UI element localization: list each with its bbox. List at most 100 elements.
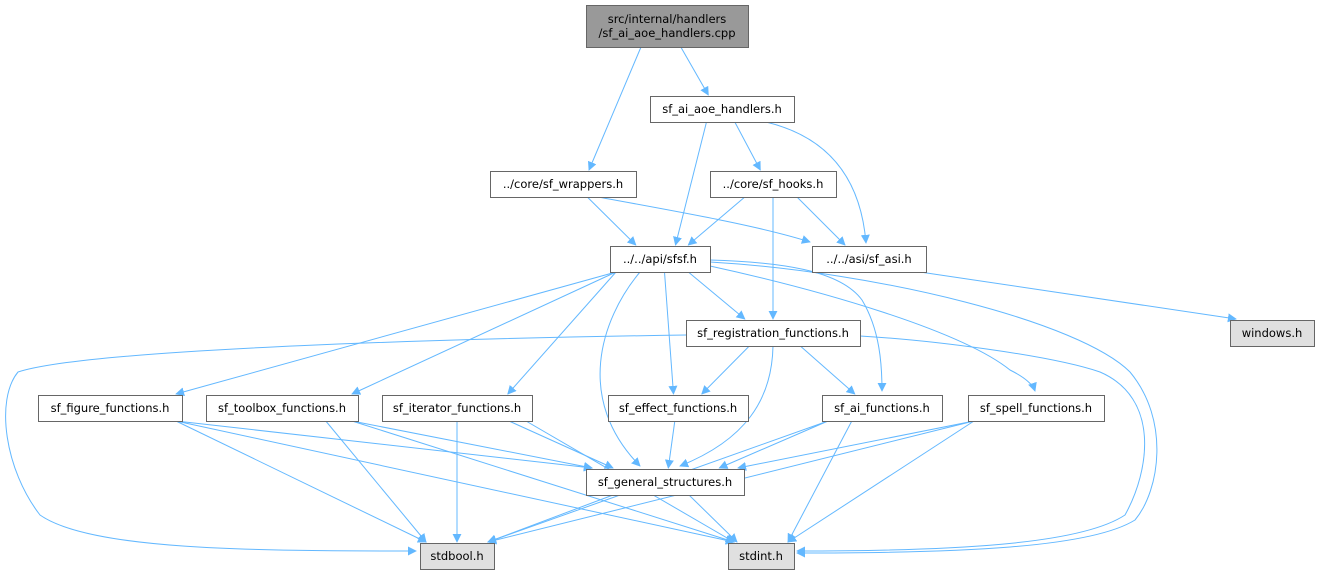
edge-line-sfsf-iterator [507, 271, 617, 395]
node-iterator[interactable]: sf_iterator_functions.h [382, 395, 533, 422]
node-label-sfsf: ../../api/sfsf.h [623, 252, 697, 266]
node-label-stdint: stdint.h [739, 549, 783, 563]
node-label-iterator: sf_iterator_functions.h [393, 401, 521, 415]
node-box-root[interactable] [586, 5, 749, 48]
node-label-windows: windows.h [1242, 326, 1303, 340]
node-general[interactable]: sf_general_structures.h [586, 469, 745, 496]
node-box-general[interactable] [586, 469, 745, 496]
edge-line-registration-effect [701, 345, 750, 395]
edge-line-sfsf-ai [709, 259, 887, 392]
node-toolbox[interactable]: sf_toolbox_functions.h [206, 395, 359, 422]
edge-general-to-stdint [688, 494, 738, 543]
node-box-stdint[interactable] [728, 543, 795, 570]
node-label-general: sf_general_structures.h [598, 475, 732, 489]
edge-ai-to-general [718, 420, 829, 469]
edge-figure-to-general [175, 420, 593, 472]
edge-line-sfsf-registration [687, 271, 746, 320]
node-label-stdbool: stdbool.h [430, 549, 483, 563]
node-hooks[interactable]: ../core/sf_hooks.h [710, 171, 837, 198]
node-sfsf[interactable]: ../../api/sfsf.h [610, 246, 711, 273]
node-box-asi[interactable] [812, 246, 927, 273]
node-box-hooks[interactable] [710, 171, 837, 198]
node-label-ai: sf_ai_functions.h [834, 401, 930, 415]
edge-line-toolbox-stdint [351, 420, 735, 544]
edge-line-aoe_h-asi [765, 121, 870, 244]
node-box-wrappers[interactable] [490, 171, 637, 198]
node-wrappers[interactable]: ../core/sf_wrappers.h [490, 171, 637, 198]
node-asi[interactable]: ../../asi/sf_asi.h [812, 246, 927, 273]
node-box-figure[interactable] [38, 395, 183, 422]
node-label-effect: sf_effect_functions.h [619, 401, 737, 415]
node-stdint[interactable]: stdint.h [728, 543, 795, 570]
node-label-root: /sf_ai_aoe_handlers.cpp [598, 26, 735, 40]
edge-registration-to-ai [799, 345, 856, 395]
edge-line-registration-ai [799, 345, 856, 395]
node-effect[interactable]: sf_effect_functions.h [608, 395, 749, 422]
edge-line-spell-general [737, 420, 975, 471]
node-box-ai[interactable] [822, 395, 943, 422]
node-registration[interactable]: sf_registration_functions.h [686, 320, 861, 347]
edge-line-spell-stdint [787, 420, 975, 543]
node-ai[interactable]: sf_ai_functions.h [822, 395, 943, 422]
edge-asi-to-windows [919, 271, 1237, 323]
edge-figure-to-stdbool [175, 420, 427, 543]
edge-sfsf-to-general [599, 271, 641, 467]
edge-line-registration-stdint [796, 335, 1146, 556]
edge-line-registration-general [679, 345, 774, 468]
edge-line-asi-windows [919, 271, 1237, 323]
node-spell[interactable]: sf_spell_functions.h [968, 395, 1105, 422]
edge-line-sfsf-effect [664, 271, 678, 395]
node-box-stdbool[interactable] [420, 543, 495, 570]
edge-figure-to-stdint [175, 420, 735, 545]
node-stdbool[interactable]: stdbool.h [420, 543, 495, 570]
node-label-aoe_h: sf_ai_aoe_handlers.h [662, 102, 782, 116]
edge-sfsf-to-registration [687, 271, 746, 320]
edge-line-root-wrappers [588, 46, 642, 171]
node-box-aoe_h[interactable] [650, 96, 795, 123]
edge-spell-to-stdint [787, 420, 975, 543]
edge-registration-to-stdbool [5, 334, 687, 556]
edge-iterator-to-general [508, 420, 614, 469]
edge-registration-to-effect [701, 345, 750, 395]
nodes: src/internal/handlers/sf_ai_aoe_handlers… [38, 5, 1315, 570]
node-label-wrappers: ../core/sf_wrappers.h [503, 177, 623, 191]
node-aoe_h[interactable]: sf_ai_aoe_handlers.h [650, 96, 795, 123]
node-root[interactable]: src/internal/handlers/sf_ai_aoe_handlers… [586, 5, 749, 48]
edge-effect-to-general [664, 420, 676, 469]
edge-wrappers-to-sfsf [586, 196, 637, 246]
node-windows[interactable]: windows.h [1230, 320, 1315, 347]
edge-toolbox-to-general [351, 420, 593, 471]
edge-line-sfsf-figure [175, 271, 617, 397]
node-box-toolbox[interactable] [206, 395, 359, 422]
edge-aoe_h-to-hooks [734, 121, 761, 171]
edge-sfsf-to-toolbox [351, 271, 617, 395]
edge-line-hooks-asi [796, 196, 846, 246]
edge-line-ai-general [718, 420, 829, 469]
node-box-spell[interactable] [968, 395, 1105, 422]
node-box-iterator[interactable] [382, 395, 533, 422]
edge-sfsf-to-iterator [507, 271, 617, 395]
node-box-windows[interactable] [1230, 320, 1315, 347]
edge-hooks-to-sfsf [687, 196, 746, 246]
edge-line-general-stdint [688, 494, 738, 543]
edge-line-effect-general [664, 420, 676, 469]
edge-sfsf-to-figure [175, 271, 617, 397]
edge-line-toolbox-general [351, 420, 593, 471]
node-box-effect[interactable] [608, 395, 749, 422]
node-box-sfsf[interactable] [610, 246, 711, 273]
edge-line-aoe_h-hooks [734, 121, 761, 171]
edges [5, 46, 1237, 558]
edge-toolbox-to-stdbool [325, 420, 427, 543]
edge-sfsf-to-ai [709, 259, 887, 392]
node-box-registration[interactable] [686, 320, 861, 347]
edge-line-figure-general [175, 420, 593, 472]
node-label-figure: sf_figure_functions.h [51, 401, 170, 415]
edge-spell-to-general [737, 420, 975, 471]
edge-line-sfsf-toolbox [351, 271, 617, 395]
edge-line-sfsf-spell [709, 265, 1037, 392]
node-label-hooks: ../core/sf_hooks.h [723, 177, 824, 191]
edge-wrappers-to-asi [597, 196, 811, 244]
edge-root-to-aoe_h [680, 46, 709, 96]
node-figure[interactable]: sf_figure_functions.h [38, 395, 183, 422]
